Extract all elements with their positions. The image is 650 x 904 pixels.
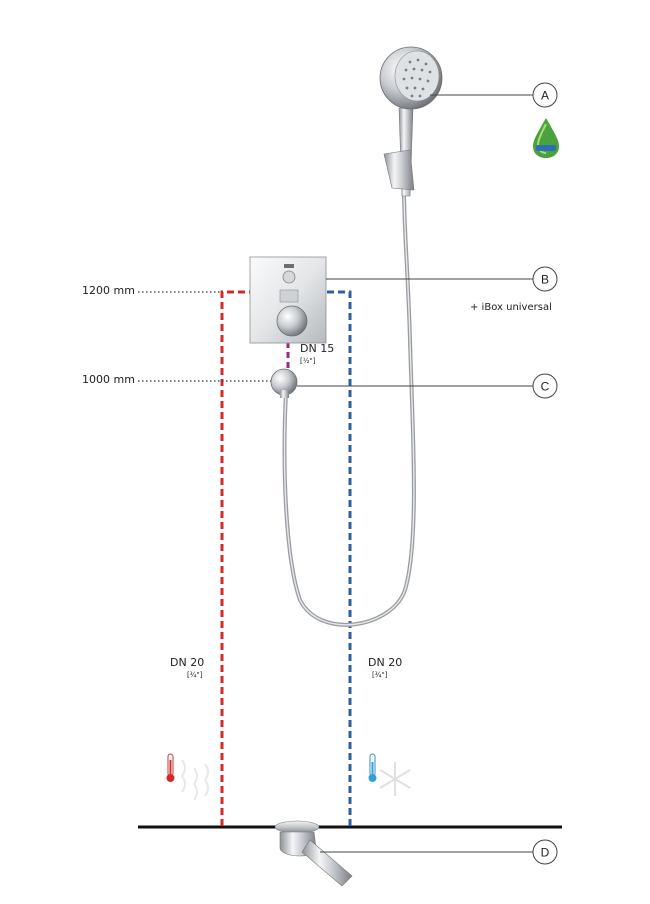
height-label-1000: 1000 mm xyxy=(82,373,135,386)
hand-shower xyxy=(379,46,443,197)
callout-a-letter: A xyxy=(541,89,549,103)
callout-circle-c xyxy=(532,373,558,399)
eco-water-drop-icon xyxy=(533,118,559,158)
hot-thermometer-icon xyxy=(166,753,209,801)
callout-b-letter: B xyxy=(541,273,549,287)
callout-c-letter: C xyxy=(541,380,550,394)
cold-pipe-dn-label: DN 20 xyxy=(368,656,403,669)
height-label-1200: 1200 mm xyxy=(82,284,135,297)
cold-thermometer-snowflake-icon xyxy=(368,753,411,796)
shower-drain-trap xyxy=(274,820,353,887)
callout-d-letter: D xyxy=(541,846,550,860)
hot-pipe-dn-label: DN 20 xyxy=(170,656,205,669)
thermostat-trim-plate xyxy=(249,256,327,344)
dn15-label: DN 15 xyxy=(300,342,335,355)
callout-circle-a xyxy=(532,82,558,108)
cold-supply-pipe xyxy=(326,290,352,826)
ibox-note: + iBox universal xyxy=(470,302,552,313)
callout-circle-d xyxy=(532,839,558,865)
wall-outlet-elbow xyxy=(270,368,298,398)
hot-pipe-inch-label: [¾"] xyxy=(187,671,203,679)
hot-supply-pipe xyxy=(220,290,250,826)
callout-circle-b xyxy=(532,266,558,292)
dn15-inch-label: [½"] xyxy=(300,357,316,365)
cold-pipe-inch-label: [¾"] xyxy=(372,671,388,679)
